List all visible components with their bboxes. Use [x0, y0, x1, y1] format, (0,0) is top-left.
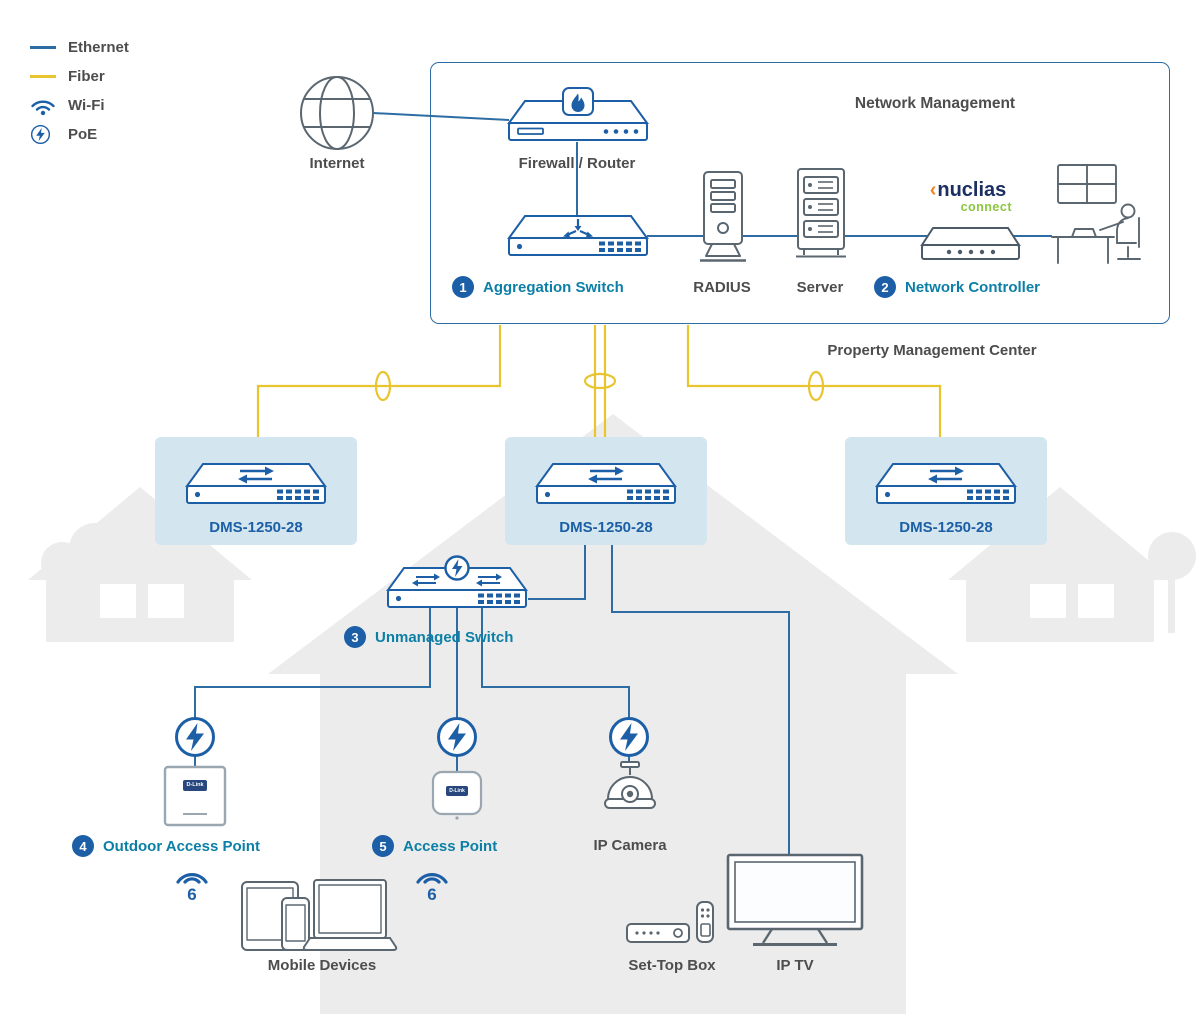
set-top-box-label: Set-Top Box	[628, 957, 716, 974]
property-management-center-label: Property Management Center	[827, 342, 1037, 359]
legend-label-ethernet: Ethernet	[68, 39, 129, 56]
internet-label: Internet	[309, 155, 365, 172]
network-controller-label: Network Controller	[905, 278, 1041, 296]
wifi-arcs-icon	[176, 873, 208, 884]
legend: Ethernet Fiber Wi-Fi PoE	[30, 37, 129, 153]
network-controller-icon	[920, 227, 1021, 260]
ip-tv-label: IP TV	[776, 957, 814, 974]
aggregation-switch-icon	[508, 215, 648, 256]
dms-switch-label-3: DMS-1250-28	[899, 519, 993, 536]
aggregation-switch-callout: 1 Aggregation Switch	[452, 276, 624, 298]
wifi6-number: 6	[427, 885, 437, 904]
set-top-box-icon	[626, 901, 714, 943]
unmanaged-switch-icon	[387, 555, 527, 608]
fiber-lines	[256, 325, 942, 437]
dms-switch-label-1: DMS-1250-28	[209, 519, 303, 536]
radius-server-icon	[700, 171, 746, 262]
ip-camera-label: IP Camera	[593, 837, 667, 854]
step-badge-3: 3	[344, 626, 366, 648]
legend-item-wifi: Wi-Fi	[30, 95, 129, 116]
ip-camera-icon	[604, 761, 656, 809]
wifi6-icon-1: 6	[174, 866, 210, 903]
step-badge-4: 4	[72, 835, 94, 857]
nuclias-chevron-icon: ‹	[929, 179, 937, 201]
house-windows	[100, 584, 1114, 618]
server-label: Server	[796, 279, 844, 296]
outdoor-ap-brand-text: D-Link	[186, 782, 204, 788]
wifi-icon	[31, 100, 55, 116]
nuclias-wordmark: ‹nuclias	[929, 179, 1007, 201]
access-point-callout: 5 Access Point	[372, 835, 497, 857]
noc-operator-icon	[1051, 164, 1141, 264]
poe-icon	[30, 124, 51, 145]
fiber-line-swatch	[30, 75, 56, 78]
firewall-router-icon	[507, 87, 649, 141]
outdoor-access-point-label: Outdoor Access Point	[103, 837, 260, 855]
nuclias-connect-logo: ‹nuclias connect	[918, 180, 1018, 214]
wifi6-icon-2: 6	[414, 866, 450, 903]
mobile-devices-label: Mobile Devices	[267, 957, 377, 974]
legend-item-fiber: Fiber	[30, 66, 129, 87]
network-controller-callout: 2 Network Controller	[874, 276, 1040, 298]
rack-server-icon	[796, 168, 846, 258]
mobile-devices-icon	[241, 879, 398, 951]
aggregation-switch-label: Aggregation Switch	[483, 278, 624, 296]
outdoor-access-point-icon	[163, 765, 227, 827]
access-point-label: Access Point	[403, 837, 498, 855]
unmanaged-switch-label: Unmanaged Switch	[375, 628, 514, 646]
step-badge-1: 1	[452, 276, 474, 298]
flame-icon	[571, 93, 585, 112]
dms-switch-icon-3	[876, 463, 1016, 504]
legend-label-wifi: Wi-Fi	[68, 97, 105, 114]
network-management-box	[430, 62, 1170, 324]
unmanaged-switch-callout: 3 Unmanaged Switch	[344, 626, 513, 648]
internet-globe-icon	[300, 76, 374, 150]
ip-tv-icon	[726, 853, 864, 946]
access-point-icon	[431, 770, 483, 820]
step-badge-2: 2	[874, 276, 896, 298]
ap-brand-text: D-Link	[449, 788, 465, 794]
legend-item-ethernet: Ethernet	[30, 37, 129, 58]
outdoor-access-point-callout: 4 Outdoor Access Point	[72, 835, 260, 857]
wifi-arcs-icon	[416, 873, 448, 884]
ethernet-line-swatch	[30, 46, 56, 49]
poe-injector-icon-3	[609, 717, 649, 757]
dms-switch-icon-1	[186, 463, 326, 504]
legend-label-fiber: Fiber	[68, 68, 105, 85]
poe-injector-icon-1	[175, 717, 215, 757]
dms-switch-icon-2	[536, 463, 676, 504]
poe-injector-icon-2	[437, 717, 477, 757]
legend-item-poe: PoE	[30, 124, 129, 145]
wifi6-number: 6	[187, 885, 197, 904]
legend-label-poe: PoE	[68, 126, 98, 143]
dms-switch-label-2: DMS-1250-28	[559, 519, 653, 536]
step-badge-5: 5	[372, 835, 394, 857]
network-management-title: Network Management	[854, 95, 1016, 112]
firewall-router-label: Firewall / Router	[518, 155, 636, 172]
nuclias-connect-sub: connect	[960, 200, 1012, 214]
radius-label: RADIUS	[693, 279, 751, 296]
